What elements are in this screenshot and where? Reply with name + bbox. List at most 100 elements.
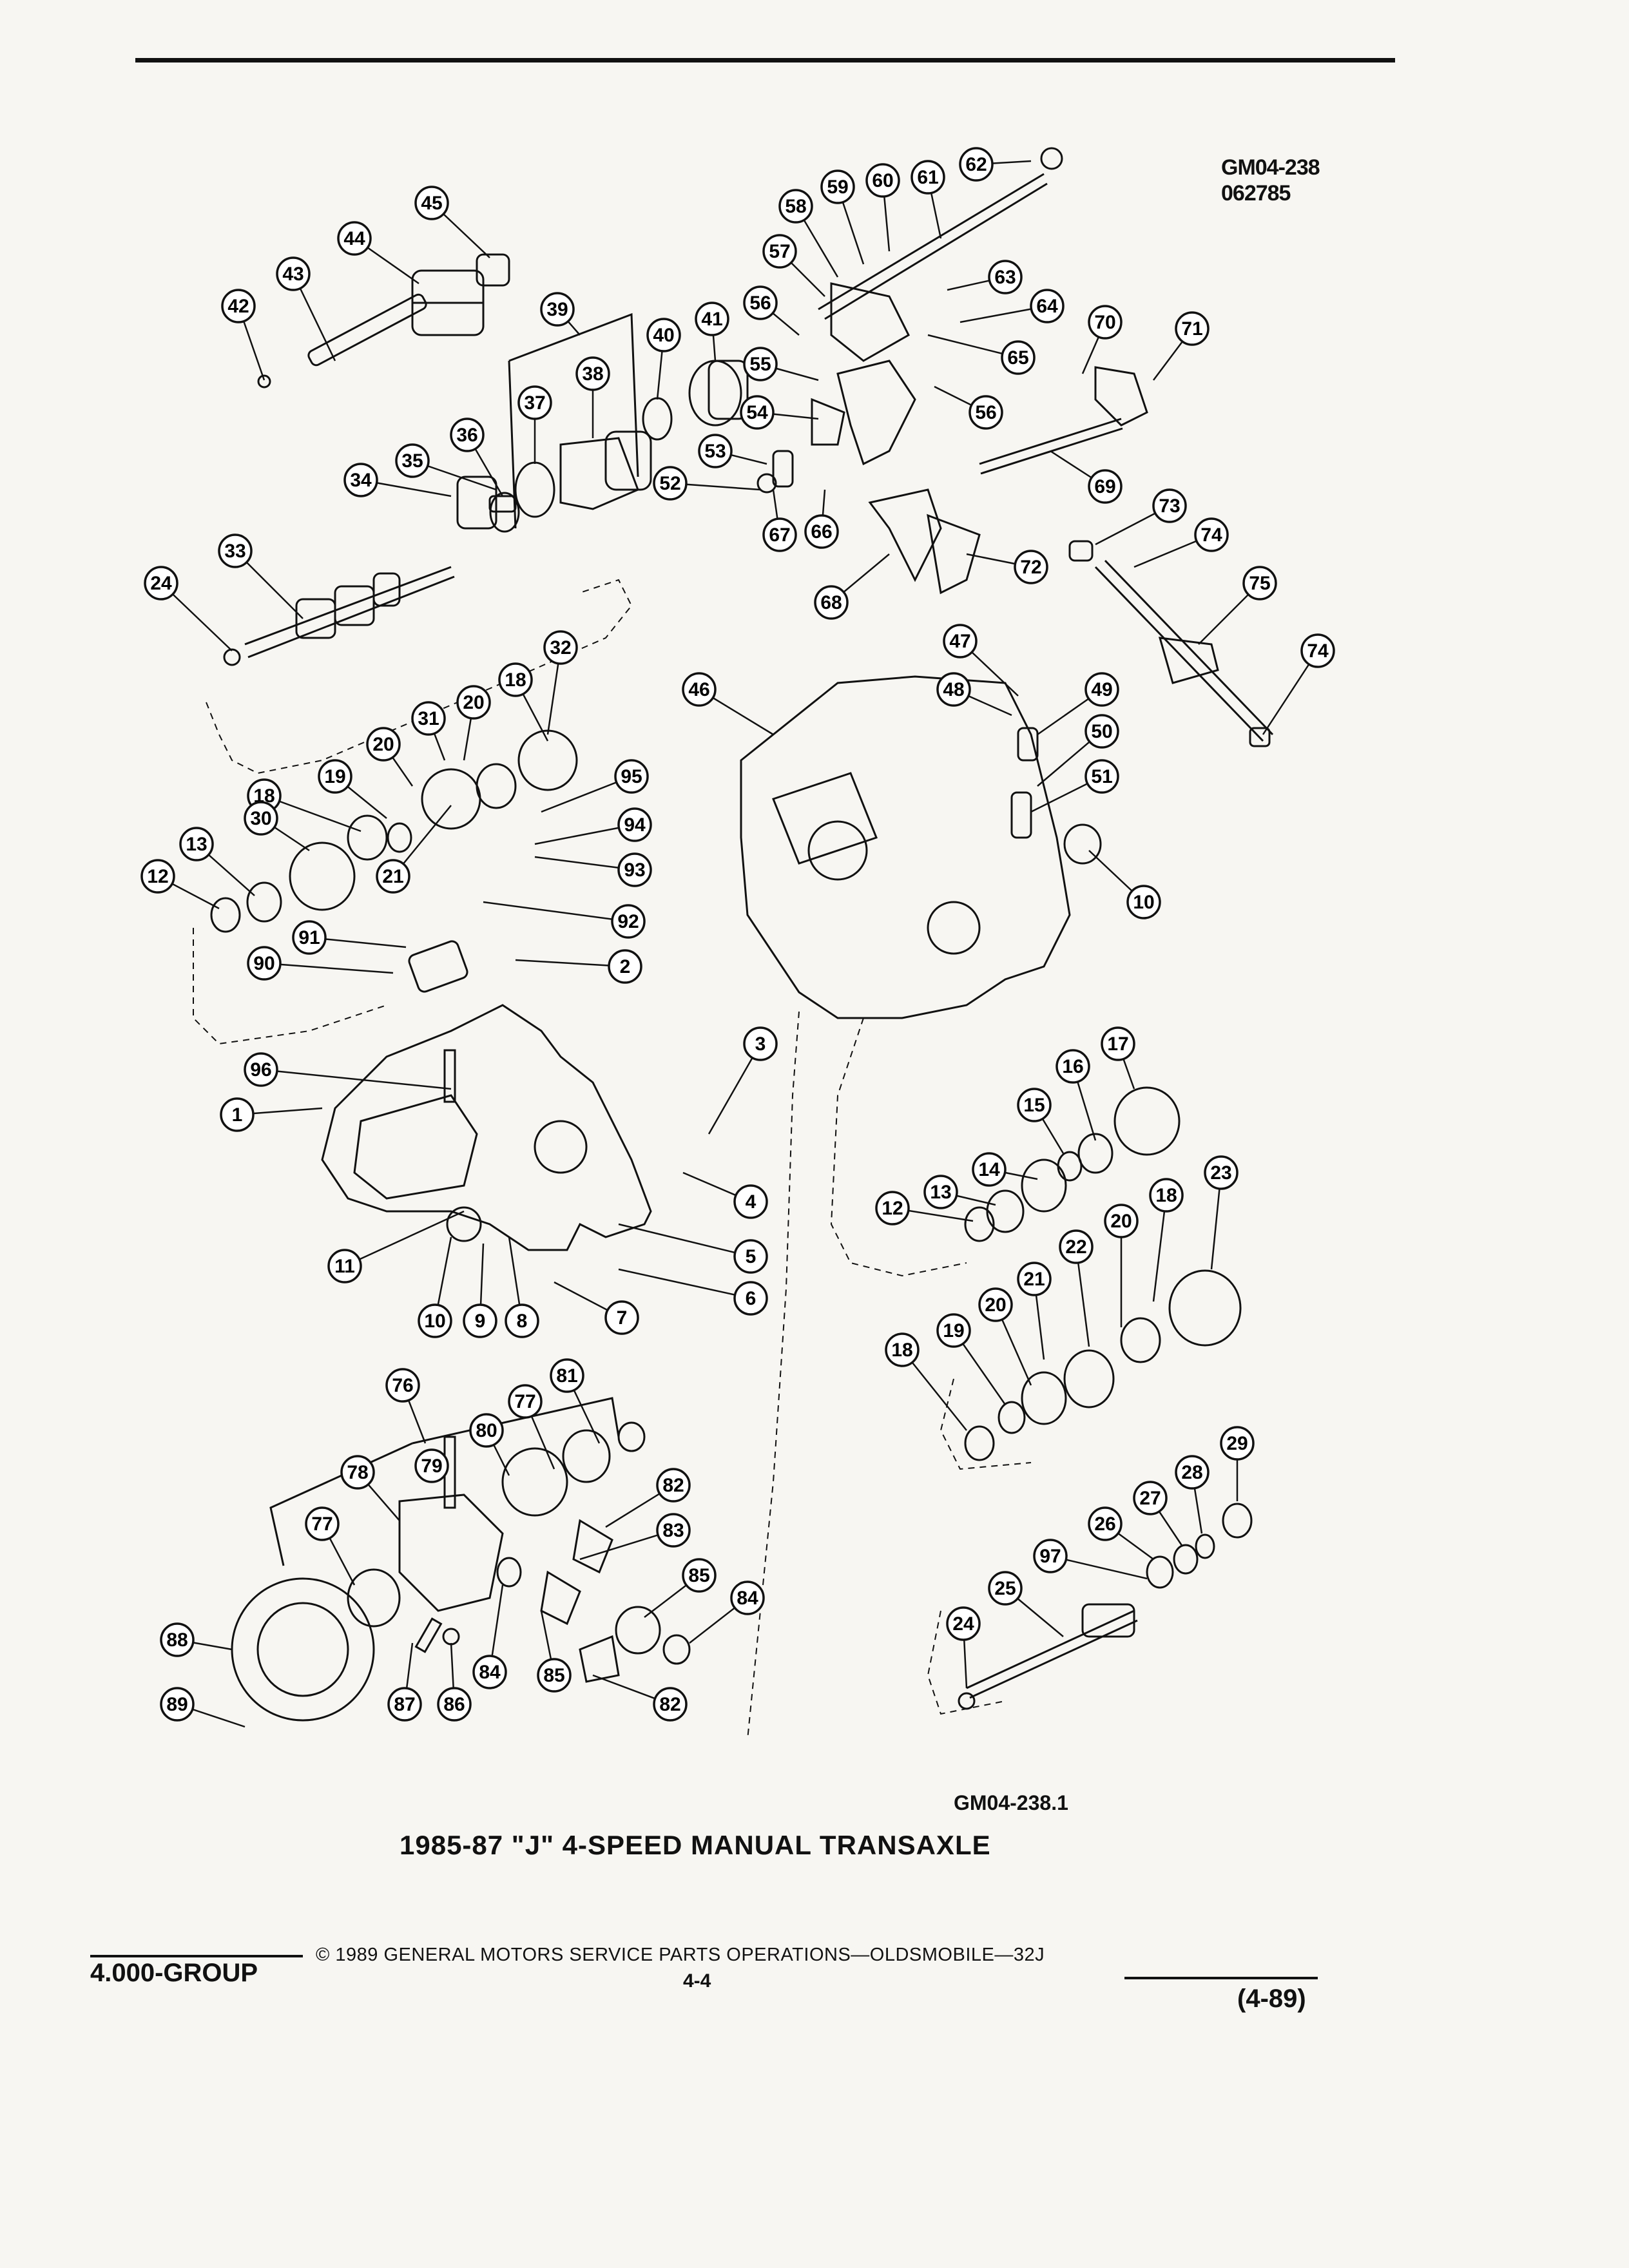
callout-6: 6: [733, 1281, 768, 1316]
callout-circle: [740, 395, 775, 430]
callout-circle: [617, 807, 652, 842]
callout-number: 60: [872, 170, 893, 191]
callout-2: 2: [608, 949, 642, 984]
callout-70: 70: [1088, 305, 1123, 340]
callout-number: 68: [820, 592, 842, 613]
callout-number: 75: [1249, 573, 1270, 594]
callout-42: 42: [221, 289, 256, 323]
callout-79: 79: [414, 1448, 449, 1483]
callout-number: 44: [343, 228, 365, 249]
callout-number: 53: [704, 441, 726, 462]
callout-circle: [395, 443, 430, 478]
callout-84: 84: [472, 1655, 507, 1689]
callout-circle: [1133, 1481, 1168, 1515]
callout-10: 10: [1126, 885, 1161, 919]
callout-number: 26: [1094, 1514, 1115, 1535]
callout-number: 52: [659, 473, 680, 494]
callout-number: 88: [166, 1629, 188, 1651]
callout-circle: [1152, 488, 1187, 523]
callout-34: 34: [343, 463, 378, 497]
callout-77: 77: [508, 1384, 543, 1419]
callout-circle: [1194, 517, 1229, 552]
callout-number: 95: [621, 766, 642, 787]
callout-93: 93: [617, 852, 652, 887]
callout-17: 17: [1101, 1026, 1135, 1061]
callout-leader: [1152, 1195, 1168, 1302]
callout-number: 50: [1091, 721, 1112, 742]
callout-circle: [247, 946, 282, 981]
callout-65: 65: [1001, 340, 1036, 375]
part-drawings: [193, 147, 1274, 1740]
callout-number: 2: [620, 956, 631, 977]
footer-group: 4.000-GROUP: [90, 1959, 258, 1987]
callout-number: 20: [985, 1294, 1006, 1316]
callout-number: 97: [1039, 1546, 1061, 1567]
callout-43: 43: [276, 256, 311, 291]
callout-20: 20: [978, 1287, 1013, 1322]
callout-number: 12: [147, 866, 168, 887]
callout-circle: [244, 801, 278, 836]
callout-number: 24: [952, 1613, 974, 1635]
callout-circle: [537, 1658, 572, 1693]
callout-circle: [1126, 885, 1161, 919]
callout-29: 29: [1220, 1426, 1255, 1461]
callout-circle: [472, 1655, 507, 1689]
callout-63: 63: [988, 260, 1023, 294]
callout-circle: [1001, 340, 1036, 375]
callout-number: 41: [701, 309, 722, 330]
callout-circle: [733, 1281, 768, 1316]
grouping-lines: [193, 579, 1032, 1740]
callout-number: 31: [418, 708, 439, 729]
callout-number: 5: [746, 1246, 757, 1267]
footer-rule-right: [1124, 1977, 1318, 1979]
callout-number: 67: [769, 524, 790, 546]
callout-circle: [1220, 1426, 1255, 1461]
callout-12: 12: [875, 1191, 910, 1225]
callout-circle: [604, 1300, 639, 1335]
callout-number: 90: [253, 953, 275, 974]
callout-circle: [340, 1455, 375, 1490]
callout-circle: [743, 285, 778, 320]
callout-number: 7: [617, 1307, 628, 1329]
callout-number: 21: [382, 866, 403, 887]
callout-number: 13: [930, 1182, 951, 1203]
callout-37: 37: [517, 385, 552, 420]
callout-31: 31: [411, 701, 446, 736]
callout-circle: [611, 904, 646, 939]
callout-number: 47: [949, 631, 970, 652]
callout-circle: [508, 1384, 543, 1419]
callout-circle: [366, 727, 401, 762]
callout-number: 28: [1181, 1462, 1202, 1483]
callout-number: 15: [1023, 1095, 1045, 1116]
callout-number: 73: [1159, 495, 1180, 517]
callout-number: 38: [582, 363, 603, 385]
callout-number: 71: [1181, 318, 1202, 340]
callout-13: 13: [179, 827, 214, 861]
callout-92: 92: [611, 904, 646, 939]
callout-46: 46: [682, 672, 717, 707]
callout-number: 94: [624, 814, 646, 836]
callout-9: 9: [463, 1303, 497, 1338]
callout-number: 40: [653, 325, 674, 346]
callout-number: 20: [463, 692, 484, 713]
callout-circle: [1101, 1026, 1135, 1061]
callout-number: 18: [891, 1340, 912, 1361]
callout-circle: [804, 514, 839, 549]
callout-26: 26: [1088, 1506, 1123, 1541]
callout-circle: [608, 949, 642, 984]
callout-3: 3: [743, 1026, 778, 1061]
differential-assembly: [231, 1421, 691, 1722]
callout-circle: [575, 356, 610, 391]
callout-circle: [814, 585, 849, 620]
callout-number: 49: [1091, 679, 1112, 700]
callout-20: 20: [1104, 1204, 1139, 1238]
callout-number: 17: [1107, 1033, 1128, 1055]
callout-circle: [160, 1687, 195, 1722]
callout-77: 77: [305, 1506, 340, 1541]
callout-number: 56: [749, 293, 771, 314]
callout-number: 76: [392, 1375, 413, 1396]
callout-circle: [144, 566, 178, 601]
callout-19: 19: [318, 759, 352, 794]
callout-circle: [221, 289, 256, 323]
figure-title: 1985-87 "J" 4-SPEED MANUAL TRANSAXLE: [400, 1830, 991, 1860]
